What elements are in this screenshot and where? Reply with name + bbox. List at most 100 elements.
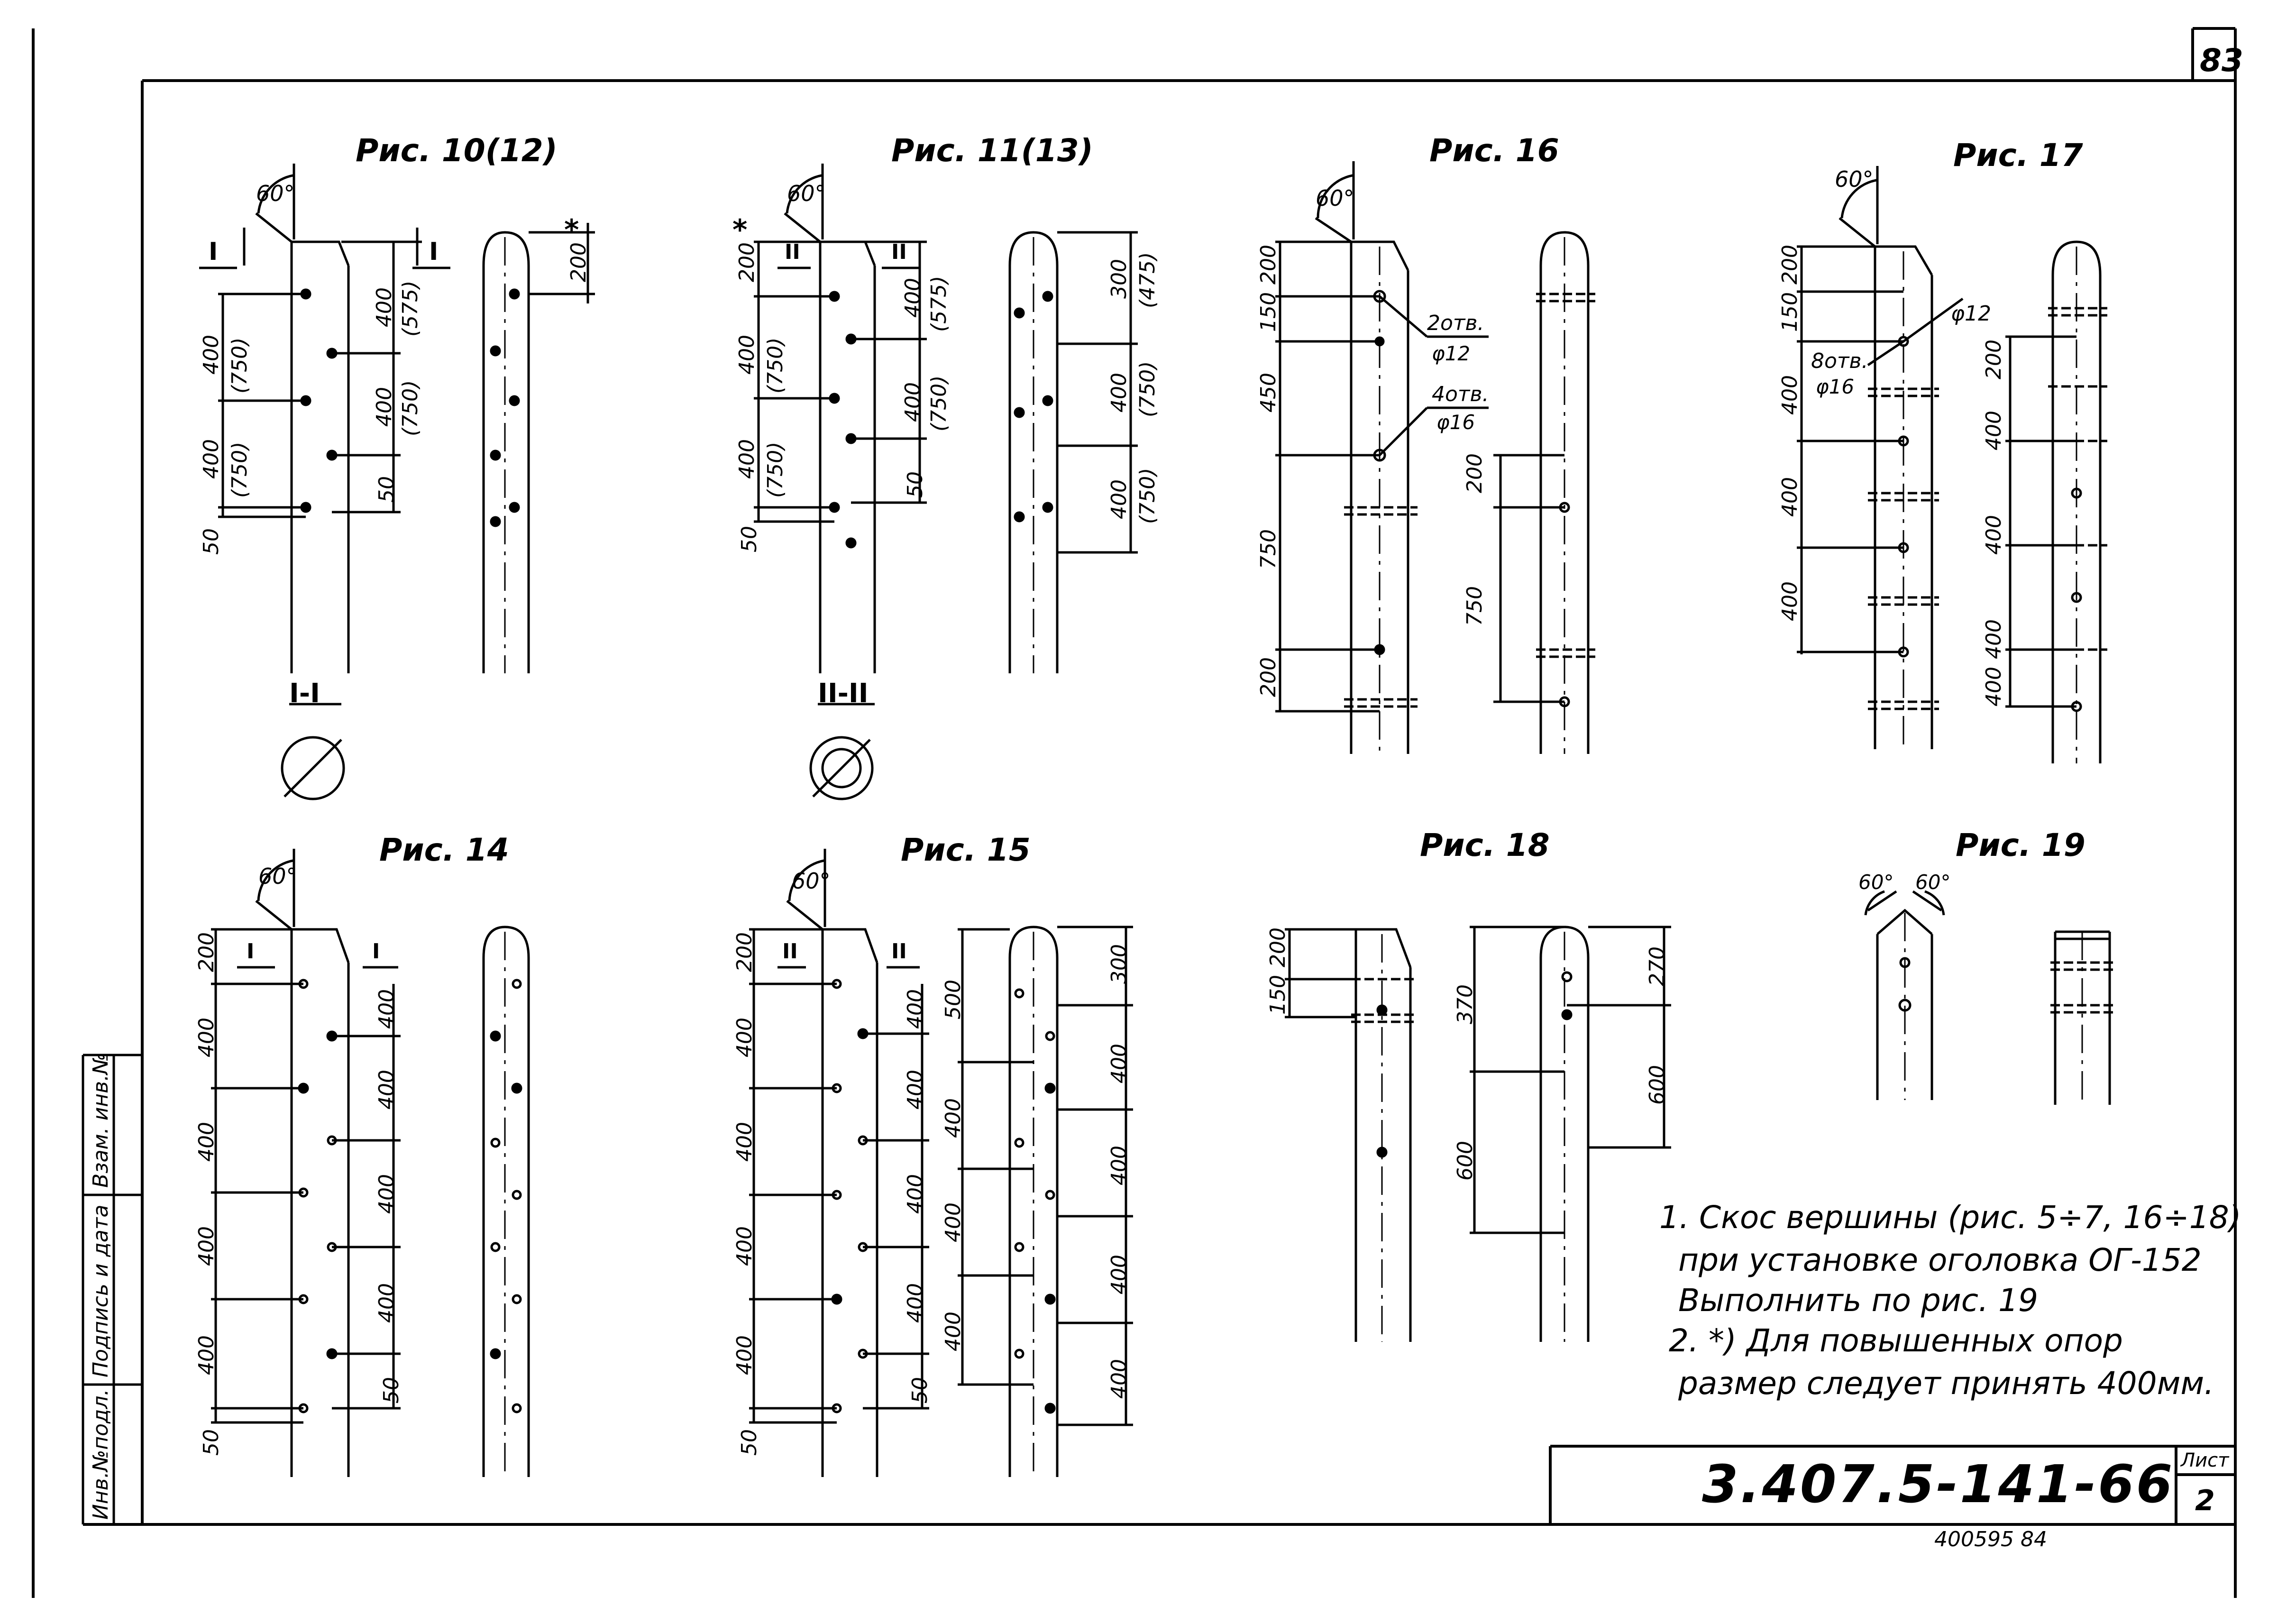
fig16-holes-b: 4отв. bbox=[1432, 382, 1489, 406]
fig14-dim-right-4: 400 bbox=[375, 1283, 399, 1323]
fig10-dim-left-5: 50 bbox=[199, 528, 223, 555]
fig15-drawing bbox=[749, 849, 1133, 1477]
fig11-section-mark-right: II bbox=[891, 240, 907, 264]
fig15-dim-far-1: 300 bbox=[1107, 944, 1131, 984]
fig11-dim-left-5: (750) bbox=[763, 441, 787, 498]
fig15-dim-far-2: 400 bbox=[1107, 1044, 1131, 1083]
fig17-dim-right-5: 400 bbox=[1982, 667, 2006, 706]
fig16-dim-left-4: 750 bbox=[1256, 529, 1281, 569]
fig11-dim-left-1: 200 bbox=[735, 242, 759, 282]
fig10-section-mark-left: I bbox=[209, 238, 218, 266]
sheet-label: Лист bbox=[2181, 1450, 2229, 1471]
fig17-d12: φ12 bbox=[1951, 302, 1992, 326]
fig16-title: Рис. 16 bbox=[1429, 132, 1559, 169]
fig11-dim-right-2: (575) bbox=[927, 275, 951, 332]
fig10-dim-right-3: 400 bbox=[372, 387, 396, 427]
fig10-dim-left-3: 400 bbox=[199, 439, 223, 479]
sheet-number: 2 bbox=[2195, 1484, 2215, 1517]
fig18-dim-mid-1: 370 bbox=[1453, 984, 1477, 1024]
fig11-section-label: II-II bbox=[818, 678, 869, 709]
fig15-dim-left-6: 50 bbox=[737, 1429, 761, 1456]
fig10-star: * bbox=[564, 213, 579, 247]
fig14-dim-right-2: 400 bbox=[375, 1070, 399, 1110]
fig14-dim-left-6: 50 bbox=[199, 1429, 223, 1456]
fig18-dim-left-1: 200 bbox=[1266, 927, 1290, 967]
note-1-line-2: при установке оголовка ОГ-152 bbox=[1678, 1242, 2202, 1278]
fig15-dim-mid-2: 400 bbox=[941, 1098, 965, 1138]
stamp-inv-original: Инв.№подл. bbox=[89, 1389, 113, 1520]
fig19-title: Рис. 19 bbox=[1956, 827, 2086, 863]
fig17-drawing bbox=[1797, 166, 2107, 763]
fig10-dim-left-1: 400 bbox=[199, 335, 223, 375]
fig15-dim-right-3: 400 bbox=[903, 1174, 927, 1214]
fig15-dim-left-1: 200 bbox=[732, 932, 757, 972]
fig16-dim-left-3: 450 bbox=[1256, 373, 1281, 413]
fig17-holes-diameter: φ16 bbox=[1816, 375, 1855, 398]
fig18-dim-mid-2: 600 bbox=[1453, 1141, 1477, 1181]
fig11-section-mark-left: II bbox=[785, 240, 800, 264]
fig17-dim-right-1: 200 bbox=[1982, 339, 2006, 379]
title-block bbox=[1549, 1445, 2235, 1524]
fig10-section-label: I-I bbox=[289, 678, 320, 709]
fig11-dim-far-3: 400 bbox=[1107, 373, 1131, 413]
fig19-angle-right: 60° bbox=[1915, 871, 1951, 894]
fig11-dim-right-3: 400 bbox=[901, 382, 925, 422]
fig15-dim-far-5: 400 bbox=[1107, 1359, 1131, 1399]
fig10-dim-left-2: (750) bbox=[228, 337, 252, 394]
outer-frame bbox=[32, 27, 2237, 1598]
fig14-title: Рис. 14 bbox=[379, 832, 509, 868]
fig10-section-mark-right: I bbox=[429, 238, 439, 266]
fig18-dim-left-2: 150 bbox=[1266, 975, 1290, 1015]
fig15-dim-left-4: 400 bbox=[732, 1226, 757, 1266]
fig10-angle: 60° bbox=[256, 181, 295, 206]
fig15-dim-right-4: 400 bbox=[903, 1283, 927, 1323]
fig17-dim-left-5: 400 bbox=[1778, 581, 1802, 621]
fig15-dim-mid-1: 500 bbox=[941, 980, 965, 1019]
fig14-dim-left-2: 400 bbox=[194, 1018, 219, 1057]
fig15-dim-left-5: 400 bbox=[732, 1335, 757, 1375]
fig11-dim-far-5: 400 bbox=[1107, 479, 1131, 519]
fig14-dim-right-5: 50 bbox=[379, 1377, 403, 1404]
stamp-signature-date: Подпись и дата bbox=[89, 1204, 113, 1377]
fig15-dim-left-2: 400 bbox=[732, 1018, 757, 1057]
fig11-angle: 60° bbox=[787, 181, 826, 206]
fig10-dim-top: 200 bbox=[567, 242, 591, 282]
fig11-dim-far-2: (475) bbox=[1135, 252, 1160, 308]
fig15-dim-right-2: 400 bbox=[903, 1070, 927, 1110]
fig10-dim-right-1: 400 bbox=[372, 287, 396, 327]
fig16-dim-left-1: 200 bbox=[1256, 245, 1281, 284]
fig19-drawing bbox=[1864, 890, 2114, 1105]
fig14-dim-left-3: 400 bbox=[194, 1122, 219, 1162]
fig11-dim-far-4: (750) bbox=[1135, 361, 1160, 417]
fig19-angle-left: 60° bbox=[1858, 871, 1894, 894]
fig18-dim-right-1: 270 bbox=[1645, 946, 1669, 986]
fig17-dim-left-3: 400 bbox=[1778, 375, 1802, 415]
fig18-dim-right-2: 600 bbox=[1645, 1065, 1669, 1105]
fig17-dim-left-4: 400 bbox=[1778, 477, 1802, 517]
fig16-holes-b-diameter: φ16 bbox=[1436, 411, 1475, 434]
fig16-dim-left-5: 200 bbox=[1256, 657, 1281, 697]
fig11-dim-far-1: 300 bbox=[1107, 259, 1131, 299]
fig15-dim-mid-3: 400 bbox=[941, 1202, 965, 1242]
fig15-dim-right-1: 400 bbox=[903, 989, 927, 1029]
fig17-dim-right-4: 400 bbox=[1982, 619, 2006, 659]
fig17-dim-left-2: 150 bbox=[1778, 292, 1802, 332]
fig15-section-mark-left: II bbox=[782, 939, 798, 963]
fig15-section-mark-right: II bbox=[891, 939, 907, 963]
fig17-title: Рис. 17 bbox=[1953, 137, 2083, 174]
fig11-star: * bbox=[732, 213, 748, 247]
fig11-drawing bbox=[754, 164, 1138, 800]
fig10-dim-right-5: 50 bbox=[375, 476, 399, 503]
fig14-dim-right-1: 400 bbox=[375, 989, 399, 1029]
fig10-dim-right-2: (575) bbox=[398, 280, 422, 337]
stamp-replaced-inv: Взам. инв.№ bbox=[89, 1053, 113, 1188]
fig14-angle: 60° bbox=[258, 863, 297, 889]
fig14-dim-left-4: 400 bbox=[194, 1226, 219, 1266]
fig11-dim-left-4: 400 bbox=[735, 439, 759, 479]
fig17-dim-right-3: 400 bbox=[1982, 515, 2006, 555]
fig15-dim-mid-4: 400 bbox=[941, 1312, 965, 1351]
fig11-dim-left-2: 400 bbox=[735, 335, 759, 375]
side-stamp-frame bbox=[82, 1054, 142, 1524]
fig11-dim-right-1: 400 bbox=[901, 278, 925, 318]
